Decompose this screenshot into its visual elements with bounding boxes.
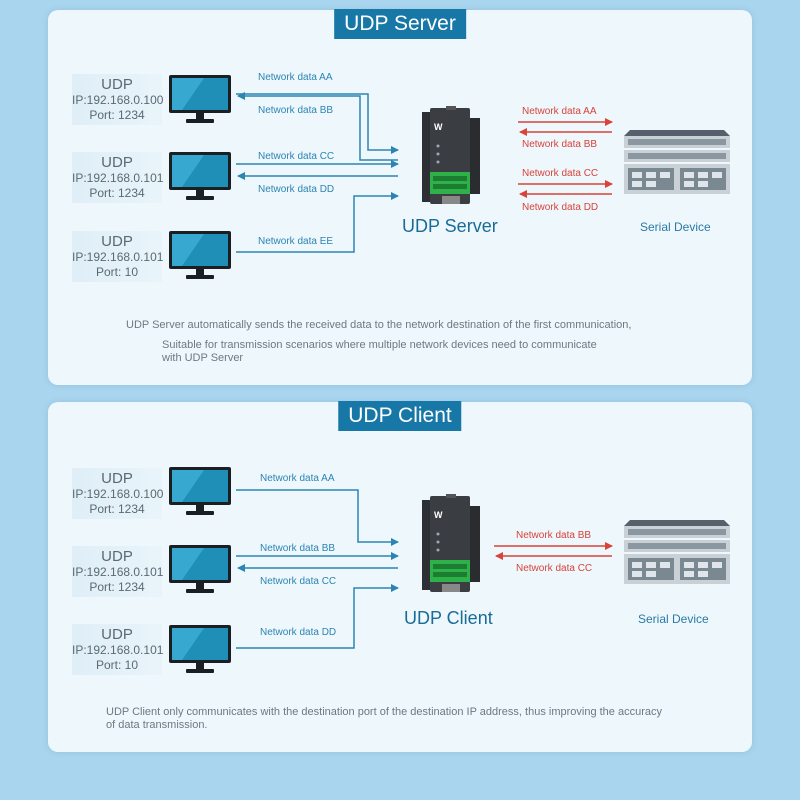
- serial-flow-label: Network data BB: [522, 139, 598, 150]
- arrow-to-device: [236, 192, 399, 253]
- serial-device-label: Serial Device: [640, 220, 711, 234]
- host-label: UDP IP:192.168.0.101 Port: 10: [72, 624, 164, 675]
- host-ip: IP:192.168.0.101: [72, 565, 164, 579]
- monitor-icon: [168, 151, 232, 201]
- host-label: UDP IP:192.168.0.101 Port: 1234: [72, 152, 164, 203]
- udp-client-panel: UDP Client UDP IP:192.168.0.100 Port: 12…: [48, 401, 752, 752]
- flow-label: Network data DD: [260, 627, 337, 638]
- flow-label: Network data AA: [260, 473, 335, 484]
- host-protocol: UDP: [101, 154, 133, 171]
- host-protocol: UDP: [101, 548, 133, 565]
- gateway-device-icon: [418, 494, 482, 594]
- serial-flow-label: Network data BB: [516, 530, 592, 541]
- device-label: UDP Server: [402, 216, 498, 236]
- flow-label: Network data DD: [258, 184, 335, 195]
- flow-label: Network data AA: [258, 72, 333, 83]
- host-port: Port: 1234: [89, 580, 145, 594]
- arrow-to-device: [236, 93, 399, 154]
- serial-flow-label: Network data CC: [522, 168, 599, 179]
- host-ip: IP:192.168.0.100: [72, 487, 164, 501]
- flow-label: Network data EE: [258, 236, 334, 247]
- monitor-icon: [168, 230, 232, 280]
- host-port: Port: 1234: [89, 502, 145, 516]
- monitor-icon: [168, 74, 232, 124]
- flow-label: Network data CC: [260, 576, 337, 587]
- host-ip: IP:192.168.0.101: [72, 171, 164, 185]
- client-connection-lines: [236, 489, 613, 649]
- host-label: UDP IP:192.168.0.101 Port: 10: [72, 231, 164, 282]
- monitor-icon: [168, 624, 232, 674]
- monitor-icon: [168, 466, 232, 516]
- server-rack-icon: [624, 130, 730, 196]
- host-protocol: UDP: [101, 76, 133, 93]
- serial-flow-label: Network data DD: [522, 202, 599, 213]
- host-label: UDP IP:192.168.0.100 Port: 1234: [72, 468, 164, 519]
- host-ip: IP:192.168.0.101: [72, 250, 164, 264]
- host-label: UDP IP:192.168.0.101 Port: 1234: [72, 546, 164, 597]
- description-line: Suitable for transmission scenarios wher…: [162, 339, 597, 351]
- host-ip: IP:192.168.0.100: [72, 93, 164, 107]
- description-line: UDP Client only communicates with the de…: [106, 706, 662, 718]
- serial-flow-label: Network data CC: [516, 563, 593, 574]
- description-line: with UDP Server: [162, 352, 244, 364]
- arrow-to-device: [236, 584, 399, 649]
- panel-title: UDP Server: [334, 9, 466, 40]
- arrow-to-device: [236, 489, 399, 546]
- host-label: UDP IP:192.168.0.100 Port: 1234: [72, 74, 164, 125]
- gateway-device-icon: [418, 106, 482, 206]
- flow-label: Network data CC: [258, 151, 335, 162]
- flow-label: Network data BB: [260, 543, 336, 554]
- host-ip: IP:192.168.0.101: [72, 643, 164, 657]
- arrow-to-host: [237, 92, 398, 161]
- host-protocol: UDP: [101, 233, 133, 250]
- device-label: UDP Client: [404, 608, 493, 628]
- udp-server-panel: UDP Server UDP IP:192.168.0.100 Port: 12…: [48, 9, 752, 385]
- host-port: Port: 1234: [89, 186, 145, 200]
- host-protocol: UDP: [101, 626, 133, 643]
- host-protocol: UDP: [101, 470, 133, 487]
- host-port: Port: 10: [95, 658, 139, 672]
- server-connection-lines: [236, 92, 613, 253]
- host-port: Port: 10: [95, 265, 139, 279]
- serial-device-label: Serial Device: [638, 612, 709, 626]
- serial-flow-label: Network data AA: [522, 106, 597, 117]
- flow-label: Network data BB: [258, 105, 334, 116]
- panel-title: UDP Client: [338, 401, 462, 432]
- host-port: Port: 1234: [89, 108, 145, 122]
- server-rack-icon: [624, 520, 730, 586]
- description-line: of data transmission.: [106, 719, 208, 731]
- monitor-icon: [168, 544, 232, 594]
- description-line: UDP Server automatically sends the recei…: [126, 319, 632, 331]
